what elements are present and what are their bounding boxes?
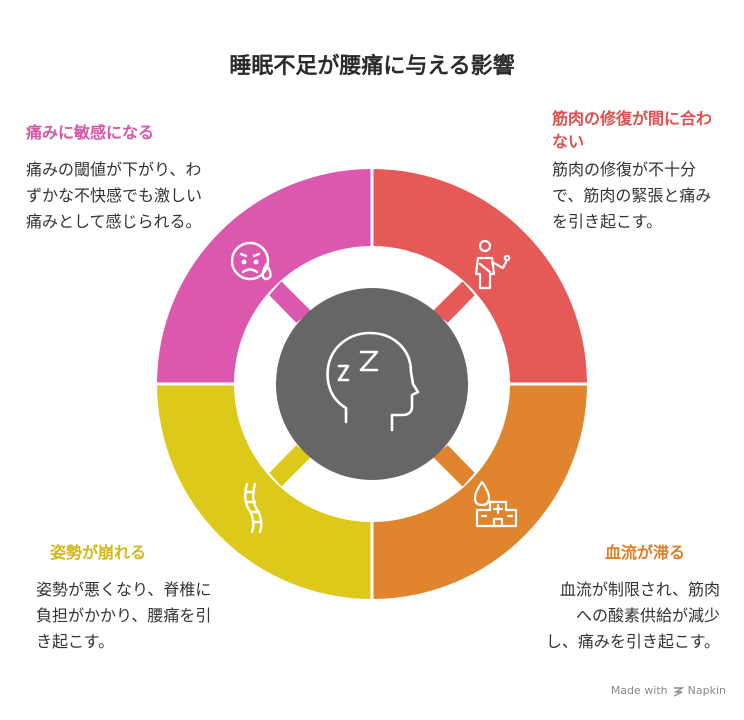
heading-blood-flow: 血流が滞る xyxy=(604,543,685,562)
injured-person-icon xyxy=(474,239,511,290)
made-with-label: Made with xyxy=(610,684,668,697)
heading-muscle-repair: 筋肉の修復が間に合わない xyxy=(552,109,713,151)
page-title: 睡眠不足が腰痛に与える影響 xyxy=(229,54,515,79)
spine-icon xyxy=(244,482,263,534)
napkin-brand-label: Napkin xyxy=(687,684,726,697)
segment-bottom-left xyxy=(157,384,372,599)
body-blood-flow: 血流が制限され、筋肉への酸素供給が減少し、痛みを引き起こす。 xyxy=(545,580,720,651)
sleeping-head-icon xyxy=(326,331,420,432)
body-posture: 姿勢が悪くなり、脊椎に負担がかかり、腰痛を引き起こす。 xyxy=(36,580,212,651)
blood-drop-hospital-icon xyxy=(473,480,518,528)
connector-bottom-right xyxy=(433,445,475,487)
sad-face-tear-icon xyxy=(230,241,272,281)
heading-pain-sensitivity: 痛みに敏感になる xyxy=(26,123,155,142)
segment-top-left xyxy=(157,169,372,384)
connector-top-right xyxy=(433,281,475,323)
center-circle xyxy=(276,288,468,480)
connector-top-left xyxy=(269,281,311,323)
connector-bottom-left xyxy=(269,445,311,487)
made-with-napkin-footer[interactable]: Made with Napkin xyxy=(611,684,726,697)
body-muscle-repair: 筋肉の修復が不十分で、筋肉の緊張と痛みを引き起こす。 xyxy=(552,160,712,231)
napkin-logo-icon xyxy=(673,686,684,697)
segment-bottom-right xyxy=(372,384,587,599)
heading-posture: 姿勢が崩れる xyxy=(50,543,147,562)
body-pain-sensitivity: 痛みの閾値が下がり、わずかな不快感でも激しい痛みとして感じられる。 xyxy=(26,160,203,231)
